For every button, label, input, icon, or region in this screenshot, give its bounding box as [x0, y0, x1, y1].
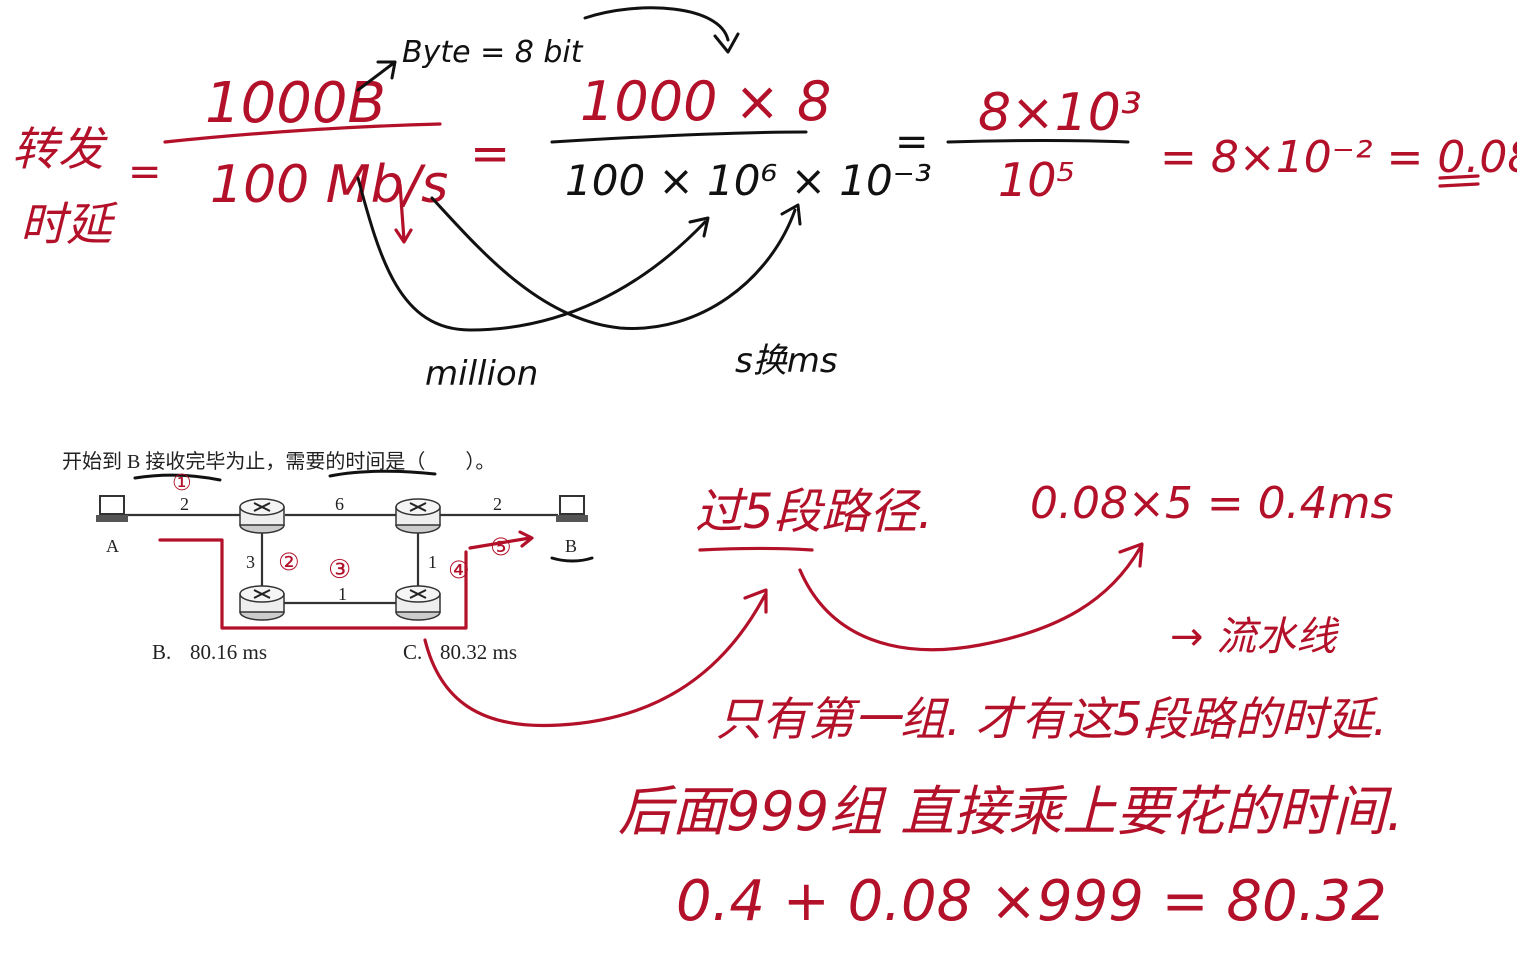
red-path-outline — [158, 538, 468, 630]
arrow-hops-to-calc — [798, 542, 1144, 652]
host-b-label: B — [565, 536, 577, 556]
option-c-label: C. — [403, 640, 422, 664]
note-five-hops-calc: 0.08×5 = 0.4ms — [1030, 478, 1393, 529]
caption-underline-1 — [133, 473, 222, 482]
hop-mark-1: ① — [172, 471, 192, 496]
note-first-group: 只有第一组. 才有这5段路的时延. — [716, 692, 1387, 746]
weight-r1-r2: 6 — [335, 494, 344, 514]
numerator-1000x8: 1000 × 8 — [580, 70, 831, 133]
weight-r1-r3: 3 — [246, 552, 255, 572]
figure-caption: 开始到 B 接收完毕为止，需要的时间是（ ）。 — [62, 450, 495, 473]
computer-icon — [556, 495, 588, 522]
computer-icon — [96, 495, 128, 522]
numerator-8x10e3: 8×10³ — [978, 83, 1142, 143]
result-0-08ms: = 8×10⁻² = 0.08ms — [1160, 132, 1517, 183]
option-b-value: 80.16 ms — [190, 640, 267, 664]
note-final-calc: 0.4 + 0.08 ×999 = 80.32 — [676, 869, 1387, 934]
label-forwarding: 转发 — [12, 122, 108, 176]
note-five-hops-underline — [698, 546, 814, 552]
note-pipeline: → 流水线 — [1170, 614, 1340, 660]
fraction-bar-3 — [946, 139, 1130, 144]
weight-a-r1: 2 — [180, 494, 189, 514]
forwarding-delay-calculation: 转发 时延 = 1000B 100 Mb/s Byte = 8 bit = 10… — [12, 6, 1517, 394]
arrow-curved-top — [583, 6, 740, 54]
equals-sign-2: = — [470, 126, 510, 182]
router-icon — [395, 585, 441, 621]
hop-mark-5: ⑤ — [490, 533, 512, 561]
router-icon — [239, 585, 285, 621]
byte-note: Byte = 8 bit — [402, 35, 584, 70]
arrow-million — [356, 176, 710, 332]
note-rest-groups: 后面999组 直接乘上要花的时间. — [618, 780, 1403, 843]
equals-sign-1: = — [128, 149, 162, 195]
denominator-10e5: 10⁵ — [998, 153, 1075, 207]
arrow-s-to-ms — [430, 196, 802, 330]
red-arrow-to-b — [468, 530, 534, 550]
network-figure: 开始到 B 接收完毕为止，需要的时间是（ ）。 2 6 2 3 1 1 A B — [62, 450, 594, 664]
label-delay: 时延 — [20, 197, 118, 251]
note-s-to-ms: s换ms — [735, 341, 838, 381]
host-a-label: A — [106, 536, 119, 556]
note-million: million — [425, 354, 538, 394]
denominator-100x10e6x10e-3: 100 × 10⁶ × 10⁻³ — [565, 156, 932, 205]
router-icon — [239, 498, 285, 534]
arrow-answer-to-hops — [423, 588, 768, 728]
weight-r2-b: 2 — [493, 494, 502, 514]
result-underline — [1438, 174, 1480, 188]
arrow-to-byte-note — [356, 60, 397, 92]
hop-mark-3: ③ — [328, 555, 351, 585]
option-b-label: B. — [152, 640, 171, 664]
note-five-hops: 过5段路径. — [695, 484, 933, 540]
hop-mark-4: ④ — [448, 556, 470, 584]
hop-mark-2: ② — [278, 548, 300, 576]
option-c-value: 80.32 ms — [440, 640, 517, 664]
red-arrow-under-mbps — [394, 183, 413, 244]
weight-r2-r4: 1 — [428, 552, 437, 572]
denominator-100mbps: 100 Mb/s — [210, 155, 448, 215]
fraction-bar-1 — [163, 122, 442, 144]
host-b-underline — [550, 556, 594, 563]
equals-sign-3: = — [895, 119, 929, 165]
caption-underline-2 — [328, 469, 437, 478]
router-icon — [395, 498, 441, 534]
explanation-notes: 过5段路径. 0.08×5 = 0.4ms → 流水线 只有第一组. 才有这5段… — [423, 478, 1403, 934]
fraction-bar-2 — [550, 130, 808, 144]
weight-r3-r4: 1 — [338, 584, 347, 604]
numerator-1000b: 1000B — [205, 71, 386, 136]
